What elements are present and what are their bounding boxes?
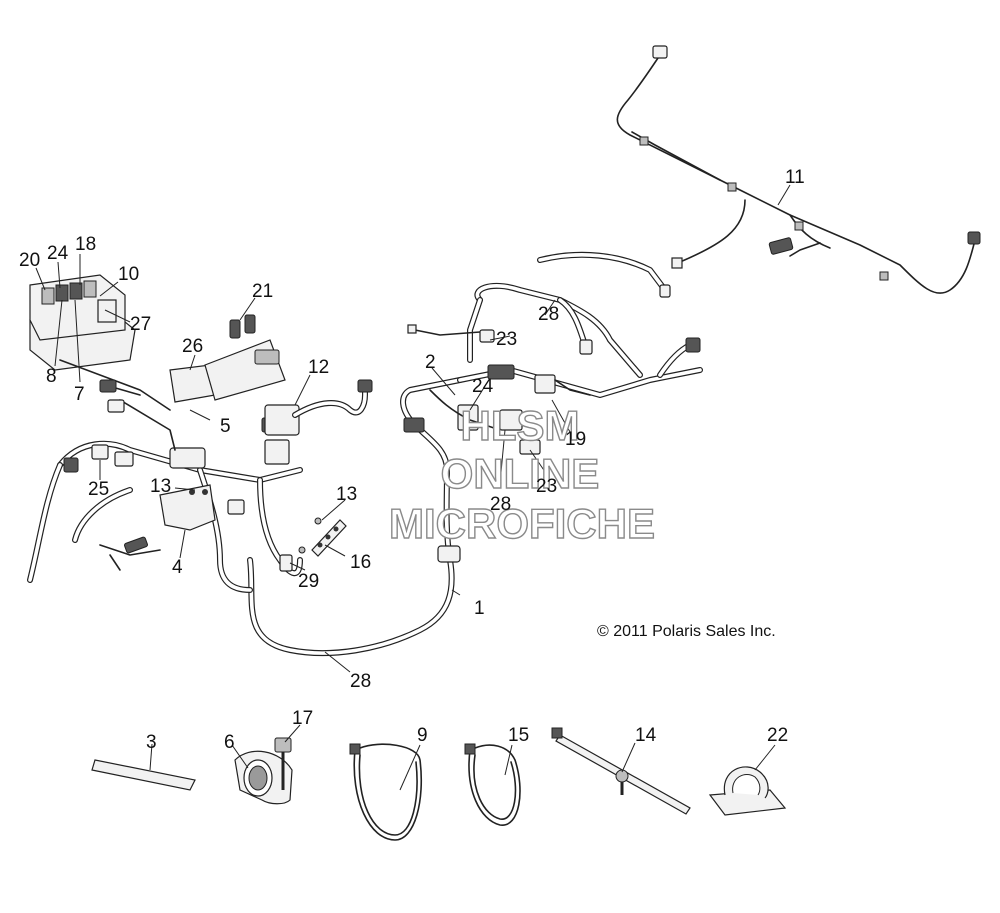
callout-17: 17 [292, 708, 313, 729]
callout-12: 12 [308, 357, 329, 378]
callout-3: 3 [146, 732, 157, 753]
callout-20: 20 [19, 250, 40, 271]
callout-23-lower: 23 [536, 476, 557, 497]
callout-27: 27 [130, 314, 151, 335]
callout-9: 9 [417, 725, 428, 746]
cable-tie-part-15 [464, 743, 521, 826]
callout-28-upper: 28 [538, 304, 559, 325]
callout-1: 1 [474, 598, 485, 619]
watermark: HLSM ONLINE MICROFICHE [388, 401, 655, 547]
callout-13-right: 13 [336, 484, 357, 505]
clamp-part-6 [234, 750, 293, 805]
copyright-notice: © 2011 Polaris Sales Inc. [597, 623, 776, 640]
callout-23-upper: 23 [496, 329, 517, 350]
front-harness-part-4 [27, 417, 303, 593]
terminal-strip-part-16 [298, 517, 347, 557]
callout-15: 15 [508, 725, 529, 746]
watermark-line-1: HLSM [461, 402, 580, 449]
rear-harness-part-11 [616, 45, 981, 294]
callout-11: 11 [785, 167, 805, 188]
watermark-line-2: ONLINE [441, 450, 600, 497]
connector-part-21 [204, 314, 286, 401]
callout-28-middle: 28 [490, 494, 511, 515]
callout-13-left: 13 [150, 476, 171, 497]
callout-14: 14 [635, 725, 657, 746]
harness-part-12 [264, 379, 373, 436]
callout-29: 29 [298, 571, 319, 592]
callout-6: 6 [224, 732, 235, 753]
callout-21: 21 [252, 281, 273, 302]
callout-19: 19 [565, 429, 586, 450]
fuse-holder-part-5 [99, 379, 206, 469]
watermark-line-3: MICROFICHE [389, 500, 655, 547]
callout-4: 4 [172, 557, 183, 578]
callout-5: 5 [220, 416, 231, 437]
callout-8: 8 [46, 366, 57, 387]
callout-10: 10 [118, 264, 139, 285]
callout-24-center: 24 [472, 376, 494, 397]
callout-2: 2 [425, 352, 436, 373]
main-harness-part-1 [247, 251, 703, 657]
bolt-part-17 [274, 737, 292, 790]
callout-18: 18 [75, 234, 96, 255]
cable-tie-part-9 [349, 743, 423, 841]
tape-part-3 [91, 759, 196, 791]
callout-16: 16 [350, 552, 371, 573]
callout-labels: 1 2 3 4 5 6 7 8 9 10 11 12 13 13 14 15 1… [19, 167, 805, 753]
callout-26: 26 [182, 336, 203, 357]
leader-lines [35, 184, 791, 791]
callout-7: 7 [74, 384, 85, 405]
callout-24-left: 24 [47, 243, 69, 264]
callout-25: 25 [88, 479, 109, 500]
callout-22: 22 [767, 725, 788, 746]
callout-28-lower: 28 [350, 671, 371, 692]
clip-part-22 [708, 766, 787, 816]
cable-tie-part-14 [551, 727, 691, 815]
